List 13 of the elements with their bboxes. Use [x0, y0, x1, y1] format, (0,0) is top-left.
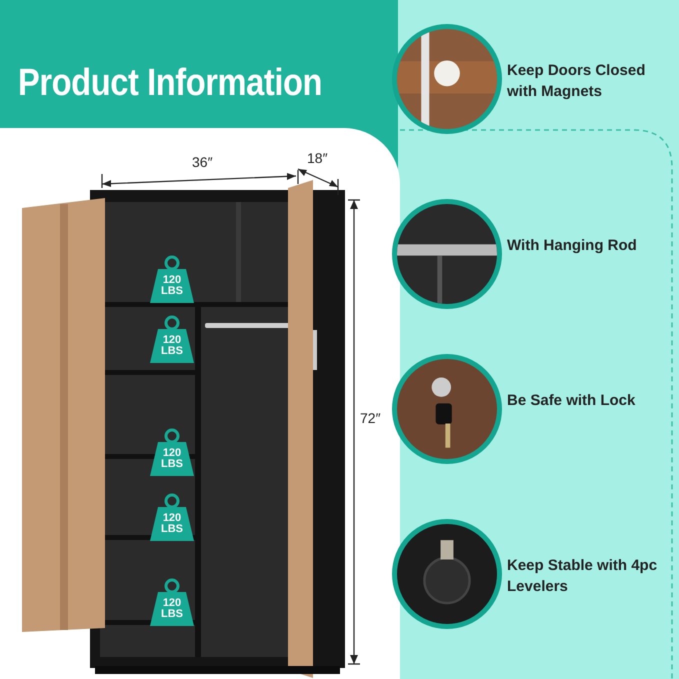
dimension-label: 36″ — [192, 154, 213, 170]
feature-caption: Keep Stable with 4pc Levelers — [507, 556, 658, 597]
feature-caption: Be Safe with Lock — [507, 391, 636, 411]
dimension-label: 72″ — [360, 410, 381, 426]
weight-label: 120 LBS — [160, 513, 184, 535]
feature-caption: With Hanging Rod — [507, 236, 638, 256]
weight-label: 120 LBS — [160, 598, 184, 620]
dimension-label: 18″ — [307, 150, 328, 166]
feature-caption: Keep Doors Closed with Magnets — [507, 61, 646, 102]
weight-label: 120 LBS — [160, 275, 184, 297]
title: Product Information — [18, 62, 322, 105]
weight-label: 120 LBS — [160, 335, 184, 357]
weight-label: 120 LBS — [160, 448, 184, 470]
